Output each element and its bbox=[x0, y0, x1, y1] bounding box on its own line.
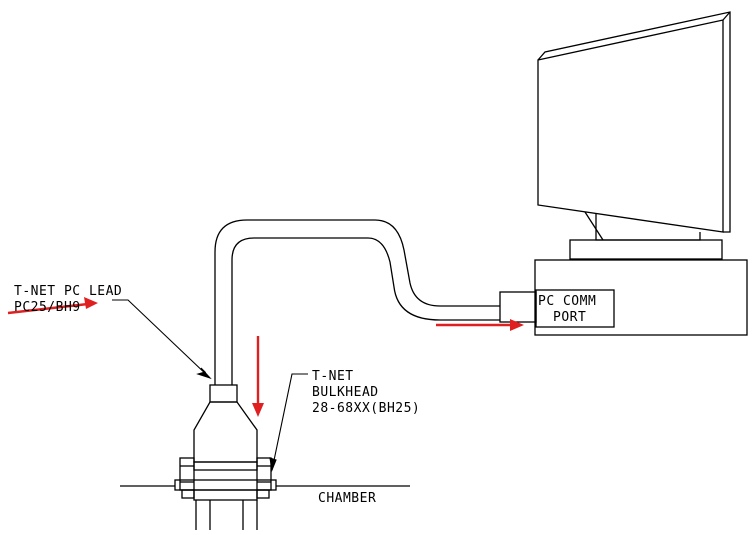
port-label-line2: PORT bbox=[553, 310, 586, 325]
pc-lead-cable bbox=[214, 219, 500, 385]
flow-arrows bbox=[7, 297, 524, 417]
chamber-label: CHAMBER bbox=[318, 491, 376, 506]
arrow-lead-head bbox=[84, 297, 98, 309]
arrow-down-head bbox=[252, 403, 264, 417]
monitor-stand bbox=[569, 239, 723, 260]
computer-monitor bbox=[537, 11, 731, 260]
arrow-lead-line bbox=[7, 302, 89, 315]
pc-lead-label-line2: PC25/BH9 bbox=[14, 300, 81, 315]
monitor-screen bbox=[537, 19, 724, 233]
arrow-port-head bbox=[510, 319, 524, 331]
pc-connector bbox=[499, 291, 537, 323]
bulkhead-label-line3: 28-68XX(BH25) bbox=[312, 401, 420, 416]
leader-lines bbox=[112, 299, 308, 473]
bulkhead-label-line1: T-NET bbox=[312, 369, 354, 384]
pc-lead-label-line1: T-NET PC LEAD bbox=[14, 284, 122, 299]
bulkhead-label-line2: BULKHEAD bbox=[312, 385, 379, 400]
bulkhead-connector bbox=[174, 384, 277, 530]
port-label-line1: PC COMM bbox=[538, 294, 596, 309]
